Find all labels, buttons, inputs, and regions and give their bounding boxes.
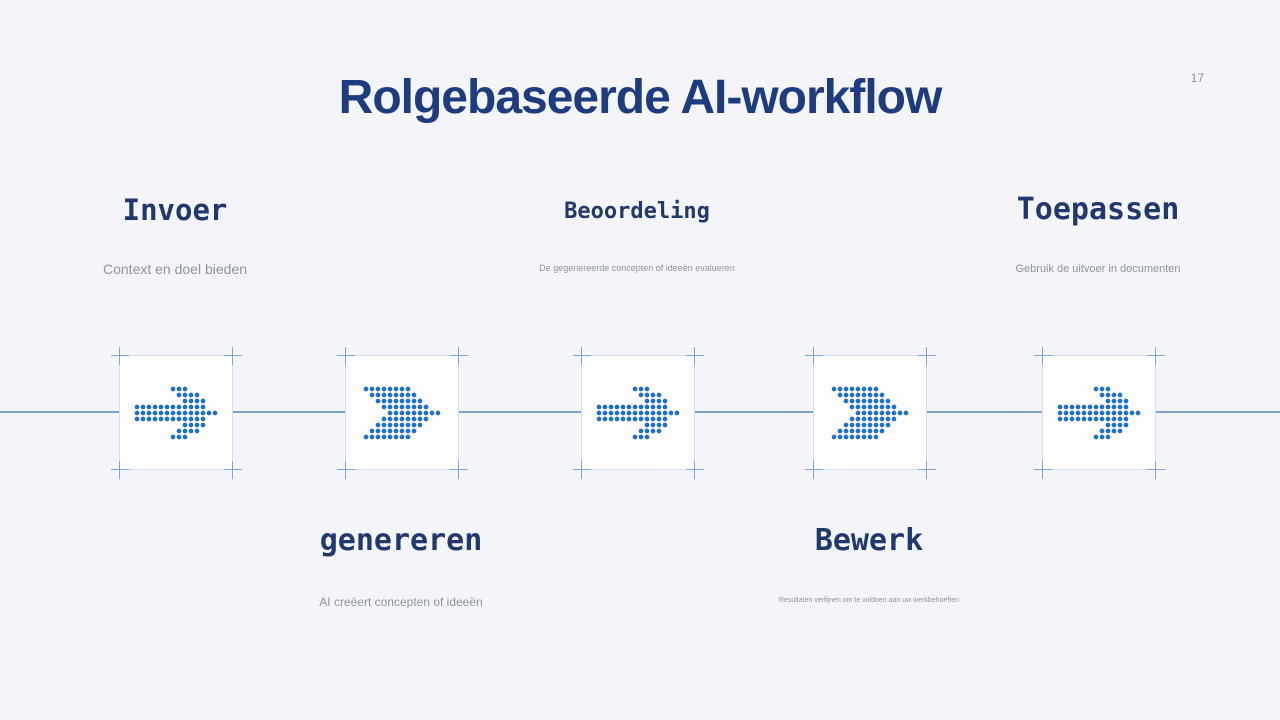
crosshair-handle-icon bbox=[1033, 460, 1052, 479]
crosshair-handle-icon bbox=[1146, 460, 1165, 479]
crosshair-handle-icon bbox=[917, 460, 936, 479]
step-icon-box bbox=[1033, 346, 1165, 479]
workflow-step-toepassen: Toepassen Gebruik de uitvoer in document… bbox=[978, 0, 1218, 720]
step-label: Bewerk bbox=[814, 523, 924, 558]
step-description: Resultaten verfijnen om te voldoen aan u… bbox=[778, 597, 960, 604]
crosshair-handle-icon bbox=[336, 460, 355, 479]
dotted-arrow-icon bbox=[134, 386, 218, 439]
step-description: Context en doel bieden bbox=[103, 261, 247, 277]
step-description: Gebruik de uitvoer in documenten bbox=[1015, 263, 1181, 275]
crosshair-handle-icon bbox=[110, 460, 129, 479]
workflow-step-invoer: Invoer Context en doel bieden bbox=[55, 0, 295, 720]
crosshair-handle-icon bbox=[1033, 346, 1052, 365]
workflow-step-genereren: genereren AI creëert concepten of ideeën bbox=[281, 0, 521, 720]
dotted-chevron-icon bbox=[831, 386, 909, 439]
step-description: De gegenereerde concepten of ideeën eval… bbox=[539, 263, 735, 273]
crosshair-handle-icon bbox=[336, 346, 355, 365]
crosshair-handle-icon bbox=[223, 460, 242, 479]
dotted-arrow-icon bbox=[1057, 386, 1141, 439]
crosshair-handle-icon bbox=[572, 460, 591, 479]
workflow-step-beoordeling: Beoordeling De gegenereerde concepten of… bbox=[517, 0, 757, 720]
crosshair-handle-icon bbox=[572, 346, 591, 365]
crosshair-handle-icon bbox=[685, 346, 704, 365]
crosshair-handle-icon bbox=[110, 346, 129, 365]
step-icon-box bbox=[110, 346, 242, 479]
crosshair-handle-icon bbox=[917, 346, 936, 365]
dotted-chevron-icon bbox=[363, 386, 441, 439]
crosshair-handle-icon bbox=[223, 346, 242, 365]
crosshair-handle-icon bbox=[449, 460, 468, 479]
crosshair-handle-icon bbox=[449, 346, 468, 365]
crosshair-handle-icon bbox=[804, 346, 823, 365]
step-icon-box bbox=[804, 346, 936, 479]
crosshair-handle-icon bbox=[685, 460, 704, 479]
step-label: Beoordeling bbox=[564, 199, 710, 224]
step-icon-box bbox=[572, 346, 704, 479]
crosshair-handle-icon bbox=[1146, 346, 1165, 365]
step-icon-box bbox=[336, 346, 468, 479]
step-label: Toepassen bbox=[1016, 192, 1180, 227]
workflow-step-bewerk: Bewerk Resultaten verfijnen om te voldoe… bbox=[749, 0, 989, 720]
step-label: genereren bbox=[319, 523, 483, 558]
slide-title: Rolgebaseerde AI-workflow bbox=[338, 71, 943, 124]
step-label: Invoer bbox=[122, 193, 228, 227]
step-description: AI creëert concepten of ideeën bbox=[319, 595, 483, 609]
dotted-arrow-icon bbox=[596, 386, 680, 439]
crosshair-handle-icon bbox=[804, 460, 823, 479]
page-number: 17 bbox=[1190, 71, 1204, 85]
